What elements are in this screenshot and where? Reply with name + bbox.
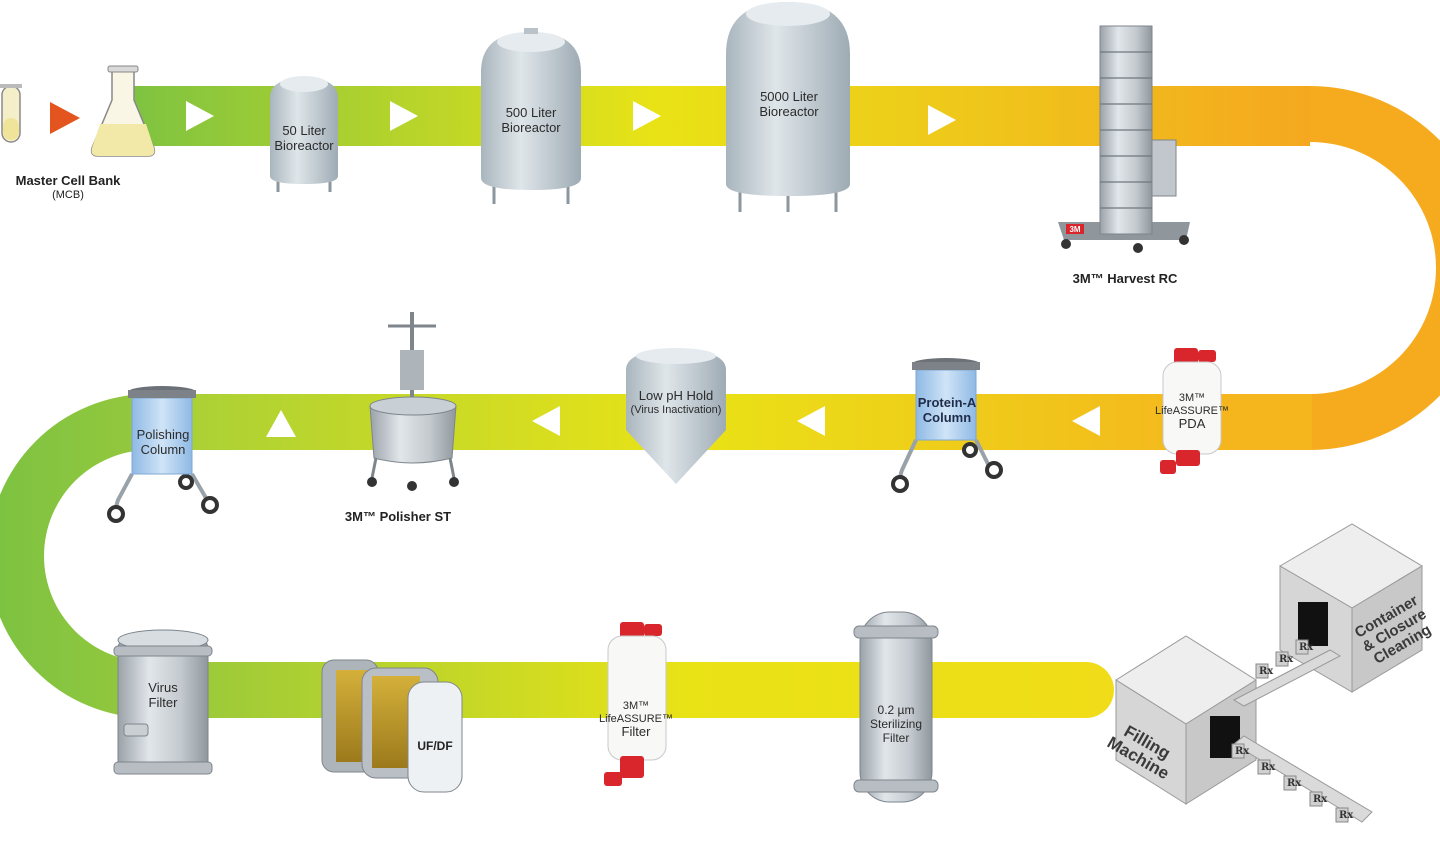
test-tube: [0, 84, 22, 143]
protein-a-column-graphic: [891, 358, 1003, 493]
ufdf-graphic: [321, 659, 463, 793]
low-ph-line1: Low pH Hold: [638, 388, 714, 403]
bioreactor-500-graphic: [481, 28, 581, 204]
mcb-abbr: (MCB): [52, 188, 84, 201]
rx-label: Rx: [1279, 654, 1294, 665]
bioreactor-5000-line2: Bioreactor: [759, 103, 819, 119]
lifeassure-filter-label: 3M™ LifeASSURE™ Filter: [599, 700, 673, 740]
arrow-left: [797, 406, 825, 436]
polishing-column-label: Polishing Column: [136, 427, 190, 458]
vial-icon: [1309, 791, 1323, 807]
arrow-right: [256, 719, 284, 749]
lifeassure-filter-line1: 3M™: [622, 700, 650, 712]
vial-icon: [1275, 651, 1289, 667]
bioreactor-50-line2: Bioreactor: [274, 137, 334, 153]
polishing-line1: Polishing: [136, 427, 190, 442]
vial-icon: [1335, 807, 1349, 823]
arrow-right: [186, 101, 214, 131]
arrow-left: [50, 542, 78, 572]
vial-icon: [1283, 775, 1297, 791]
rx-label: Rx: [1313, 794, 1328, 805]
rx-label: Rx: [1259, 666, 1274, 677]
arrow-right: [515, 719, 543, 749]
harvest-rc-graphic: [1058, 25, 1190, 253]
polisher-st-label: 3M™ Polisher ST: [344, 509, 452, 524]
cleaning-station-graphic: [1279, 523, 1423, 693]
transfer-arrow-icon: [50, 102, 80, 134]
arrow-right: [998, 719, 1026, 749]
vial-icon: [1295, 639, 1309, 655]
lifeassure-pda-graphic: [1160, 348, 1222, 474]
low-ph-line2: (Virus Inactivation): [630, 403, 722, 416]
3m-logo: 3M: [1069, 225, 1080, 234]
sterilizing-filter-label: 0.2 µm Sterilizing Filter: [869, 703, 923, 745]
bioreactor-5000-graphic: [726, 2, 850, 212]
vial-icon: [1255, 663, 1269, 679]
bioreactor-50-label: 50 Liter Bioreactor: [274, 123, 334, 154]
arrow-right: [390, 101, 418, 131]
rx-label: Rx: [1261, 762, 1276, 773]
pda-line3: PDA: [1178, 416, 1206, 432]
lifeassure-filter-line2: LifeASSURE™: [599, 712, 673, 725]
polisher-st-graphic: [367, 312, 459, 491]
bioreactor-500-line2: Bioreactor: [501, 119, 561, 135]
arrow-right: [758, 719, 786, 749]
virus-filter-line2: Filter: [148, 694, 178, 710]
sterilizing-line3: Filter: [882, 730, 910, 745]
arrow-up: [266, 410, 296, 437]
bioreactor-5000-label: 5000 Liter Bioreactor: [759, 89, 819, 120]
vial-icon: [1231, 743, 1245, 759]
polishing-line2: Column: [140, 441, 186, 457]
arrow-left: [1336, 238, 1364, 268]
master-cell-bank-label: Master Cell Bank (MCB): [15, 173, 121, 202]
bioreactor-50-line1: 50 Liter: [282, 123, 326, 138]
rx-labels: Rx Rx Rx Rx Rx Rx Rx Rx: [1235, 642, 1354, 821]
arrow-left: [1072, 406, 1100, 436]
vial-icon: [1257, 759, 1271, 775]
ufdf-label: UF/DF: [417, 739, 453, 753]
filling-machine-graphic: [1115, 635, 1257, 805]
rx-label: Rx: [1287, 778, 1302, 789]
arrow-right: [633, 101, 661, 131]
virus-filter-label: Virus Filter: [148, 680, 178, 711]
low-ph-hold-label: Low pH Hold (Virus Inactivation): [630, 388, 722, 417]
pda-line1: 3M™: [1178, 392, 1206, 404]
arrow-left: [532, 406, 560, 436]
arrow-right: [928, 105, 956, 135]
sterilizing-line1: 0.2 µm: [877, 703, 915, 717]
bioreactor-5000-line1: 5000 Liter: [760, 89, 818, 104]
protein-a-column-label: Protein-A Column: [917, 395, 977, 426]
conveyor-belts: [1232, 649, 1373, 823]
bioreactor-50-graphic: [270, 76, 338, 192]
rx-label: Rx: [1235, 746, 1250, 757]
low-ph-hold-graphic: [626, 348, 726, 484]
virus-filter-graphic: [113, 629, 213, 775]
pda-line2: LifeASSURE™: [1155, 404, 1229, 417]
sterilizing-line2: Sterilizing: [869, 716, 923, 731]
polishing-column-graphic: [107, 386, 219, 523]
lifeassure-pda-label: 3M™ LifeASSURE™ PDA: [1155, 392, 1229, 432]
protein-a-line1: Protein-A: [917, 395, 977, 410]
culture-flask: [90, 65, 156, 157]
rx-label: Rx: [1299, 642, 1314, 653]
virus-filter-line1: Virus: [148, 680, 178, 695]
flow-arrows: [50, 101, 1364, 749]
bioreactor-500-line1: 500 Liter: [505, 105, 557, 120]
lifeassure-filter-graphic: [604, 622, 667, 786]
vial-items: [1231, 639, 1349, 823]
sterilizing-filter-graphic: [853, 611, 939, 803]
rx-label: Rx: [1339, 810, 1354, 821]
bioreactor-500-label: 500 Liter Bioreactor: [501, 105, 561, 136]
lifeassure-filter-line3: Filter: [621, 724, 651, 740]
harvest-rc-label: 3M™ Harvest RC: [1072, 271, 1178, 286]
protein-a-line2: Column: [922, 409, 972, 425]
mcb-name: Master Cell Bank: [15, 173, 121, 188]
